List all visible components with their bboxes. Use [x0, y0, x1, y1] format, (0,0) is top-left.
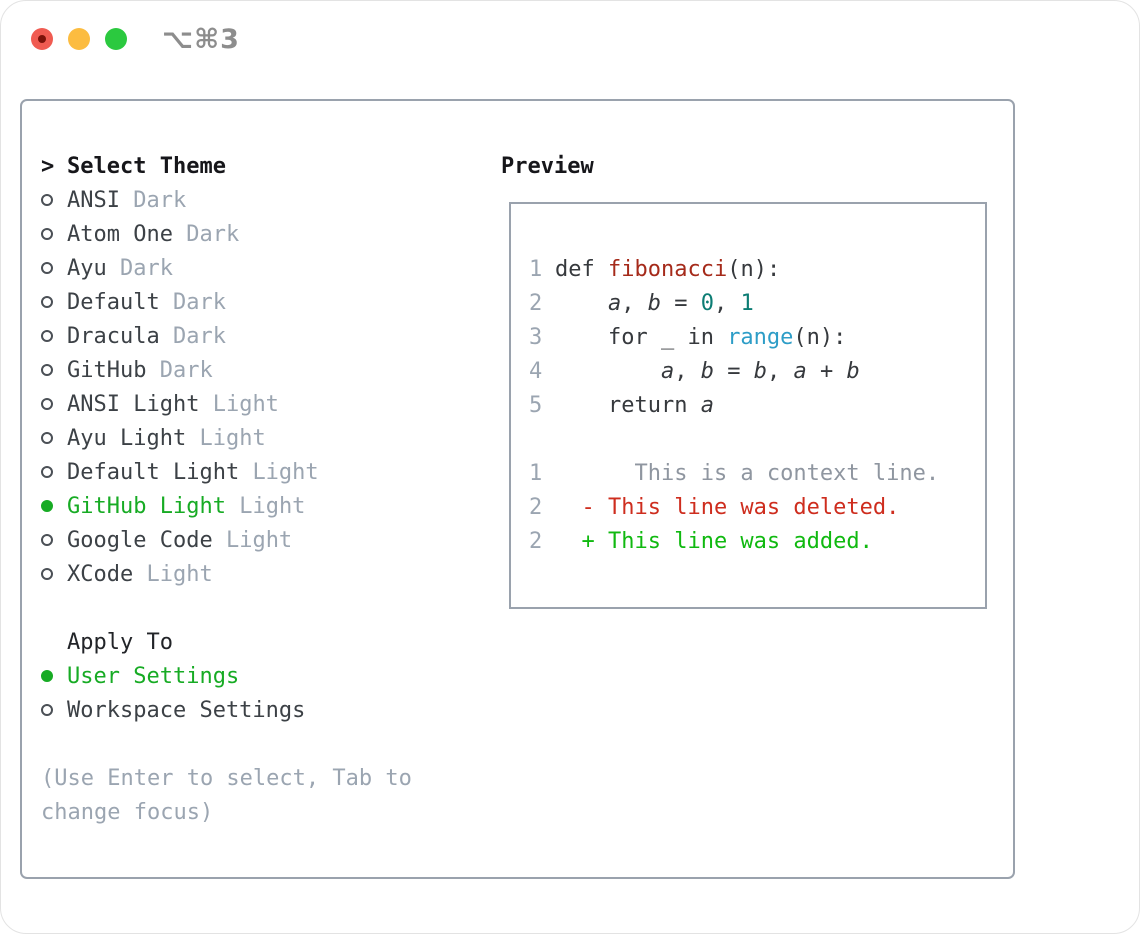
- code-line: 3 for _ in range(n):: [529, 324, 847, 350]
- line-number: 2: [529, 494, 543, 520]
- theme-variant: Dark: [172, 289, 226, 315]
- theme-name: Ayu Light: [67, 425, 187, 451]
- line-number: 3: [529, 324, 543, 350]
- apply-option-label: Workspace Settings: [67, 697, 306, 723]
- theme-variant: Light: [239, 493, 306, 519]
- radio-icon: [41, 534, 53, 546]
- theme-name: Dracula: [67, 323, 160, 349]
- apply-option-user-settings[interactable]: User Settings: [41, 659, 481, 693]
- code-line: 5 return a: [529, 392, 714, 418]
- theme-item-atom-one-dark[interactable]: Atom One Dark: [41, 217, 481, 251]
- radio-icon: [41, 194, 53, 206]
- radio-icon: [41, 364, 53, 376]
- line-number: 5: [529, 392, 543, 418]
- line-number: 2: [529, 290, 543, 316]
- theme-item-ansi-light[interactable]: ANSI Light Light: [41, 387, 481, 421]
- line-number: 4: [529, 358, 543, 384]
- theme-name: Default: [67, 289, 160, 315]
- title-bar: ⌥⌘3: [31, 24, 240, 55]
- theme-name: Ayu: [67, 255, 107, 281]
- preview-header: Preview: [501, 153, 594, 179]
- theme-selector: > Select Theme ANSI Dark Atom One Dark A…: [41, 149, 481, 829]
- theme-item-default-light[interactable]: Default Light Light: [41, 455, 481, 489]
- diff-context-line: 1 This is a context line.: [529, 460, 940, 486]
- radio-icon: [41, 296, 53, 308]
- theme-variant: Dark: [133, 187, 187, 213]
- code-line: 2 a, b = 0, 1: [529, 290, 754, 316]
- builtin-call: range: [727, 324, 794, 350]
- window-title: ⌥⌘3: [162, 23, 240, 55]
- radio-icon: [41, 330, 53, 342]
- close-dot-icon: [38, 35, 46, 43]
- radio-icon: [41, 398, 53, 410]
- theme-name: XCode: [67, 561, 134, 587]
- diff-deleted-line: 2 - This line was deleted.: [529, 494, 900, 520]
- theme-variant: Dark: [186, 221, 240, 247]
- theme-name: Default Light: [67, 459, 240, 485]
- diff-added-line: 2 + This line was added.: [529, 528, 873, 554]
- theme-item-google-code[interactable]: Google Code Light: [41, 523, 481, 557]
- radio-icon: [41, 262, 53, 274]
- theme-item-github-dark[interactable]: GitHub Dark: [41, 353, 481, 387]
- theme-name: GitHub: [67, 357, 147, 383]
- radio-icon: [41, 568, 53, 580]
- radio-selected-icon: [41, 670, 53, 682]
- radio-icon: [41, 466, 53, 478]
- theme-variant: Dark: [172, 323, 226, 349]
- theme-variant: Light: [146, 561, 213, 587]
- line-number: 1: [529, 256, 543, 282]
- theme-variant: Light: [252, 459, 319, 485]
- radio-icon: [41, 228, 53, 240]
- apply-option-workspace-settings[interactable]: Workspace Settings: [41, 693, 481, 727]
- function-name: fibonacci: [607, 256, 728, 282]
- apply-to-label: Apply To: [67, 629, 173, 655]
- apply-to-header: Apply To: [41, 625, 481, 659]
- select-theme-label: Select Theme: [67, 153, 226, 179]
- theme-name: GitHub Light: [67, 493, 226, 519]
- apply-option-label: User Settings: [67, 663, 240, 689]
- radio-selected-icon: [41, 500, 53, 512]
- minimize-window-icon[interactable]: [68, 28, 90, 50]
- code-line: 4 a, b = b, a + b: [529, 358, 860, 384]
- line-number: 2: [529, 528, 543, 554]
- theme-item-ayu-dark[interactable]: Ayu Dark: [41, 251, 481, 285]
- theme-name: ANSI Light: [67, 391, 200, 417]
- line-number: 1: [529, 460, 543, 486]
- theme-item-default-dark[interactable]: Default Dark: [41, 285, 481, 319]
- radio-icon: [41, 432, 53, 444]
- help-text-line1: (Use Enter to select, Tab to: [41, 765, 412, 791]
- theme-name: Google Code: [67, 527, 213, 553]
- theme-item-dracula-dark[interactable]: Dracula Dark: [41, 319, 481, 353]
- theme-variant: Dark: [120, 255, 173, 281]
- theme-name: ANSI: [67, 187, 120, 213]
- theme-item-ansi-dark[interactable]: ANSI Dark: [41, 183, 481, 217]
- theme-name: Atom One: [67, 221, 173, 247]
- theme-variant: Light: [212, 391, 279, 417]
- zoom-window-icon[interactable]: [105, 28, 127, 50]
- theme-item-ayu-light[interactable]: Ayu Light Light: [41, 421, 481, 455]
- theme-item-xcode[interactable]: XCode Light: [41, 557, 481, 591]
- radio-icon: [41, 704, 53, 716]
- theme-variant: Light: [199, 425, 266, 451]
- help-text-line2: change focus): [41, 799, 214, 825]
- close-window-icon[interactable]: [31, 28, 53, 50]
- select-theme-header: > Select Theme: [41, 149, 481, 183]
- theme-item-github-light[interactable]: GitHub Light Light: [41, 489, 481, 523]
- theme-variant: Light: [225, 527, 293, 553]
- theme-variant: Dark: [159, 357, 213, 383]
- focus-chevron-icon: >: [41, 153, 55, 179]
